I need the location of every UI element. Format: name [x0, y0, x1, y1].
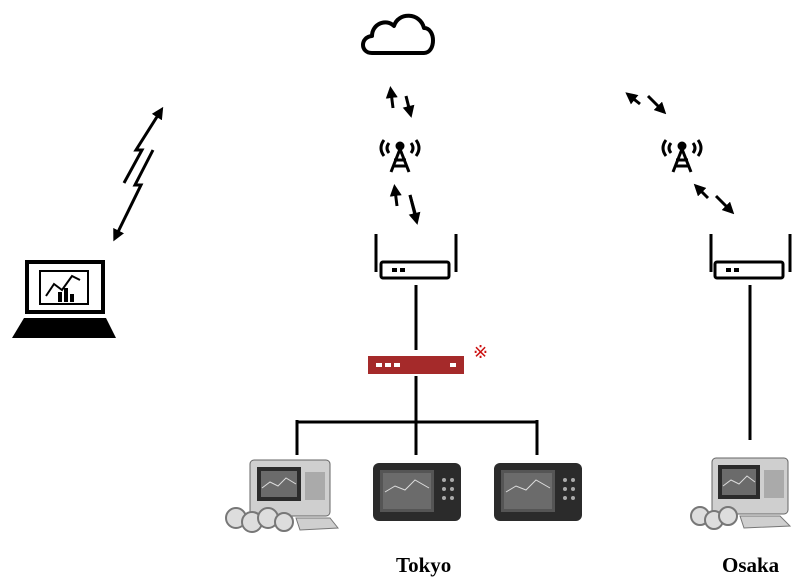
- bidirectional-arrow-icon: [693, 183, 735, 215]
- bidirectional-arrow-icon: [385, 86, 415, 118]
- bidirectional-arrow-icon: [625, 92, 667, 115]
- cell-tower-icon: [379, 139, 421, 173]
- site-label-tokyo: Tokyo: [396, 553, 452, 577]
- laptop-chart-icon: [12, 260, 116, 338]
- wireless-link-icon: [113, 106, 164, 242]
- firewall-appliance-icon: [368, 356, 464, 374]
- network-bus: [295, 420, 539, 455]
- bidirectional-arrow-icon: [389, 184, 421, 225]
- note-marker: ※: [473, 342, 489, 363]
- site-label-osaka: Osaka: [722, 553, 780, 577]
- data-logger-device-icon: [690, 457, 792, 530]
- data-logger-device-icon: [373, 463, 461, 521]
- wireless-router-icon: [709, 234, 792, 280]
- data-logger-device-icon: [494, 463, 582, 521]
- cloud-icon: [361, 13, 435, 55]
- cell-tower-icon: [661, 139, 703, 173]
- data-logger-device-icon: [225, 459, 339, 533]
- wireless-router-icon: [374, 234, 458, 280]
